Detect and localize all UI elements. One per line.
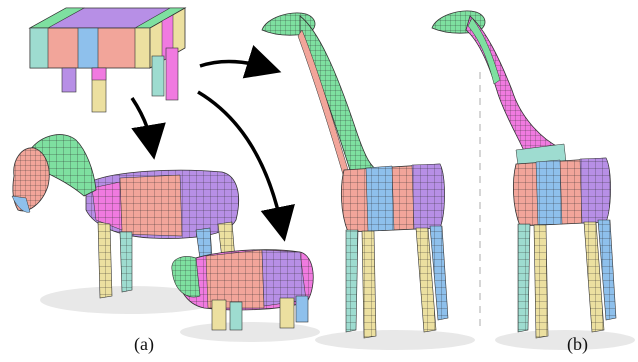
arrow-to-giraffe — [199, 44, 282, 79]
giraffe-model-twisted — [431, 10, 635, 350]
arrow-to-horse — [130, 97, 166, 160]
caption-b: (b) — [567, 334, 588, 354]
arrows — [130, 44, 295, 242]
horse-model — [11, 134, 239, 314]
pig-model — [171, 249, 320, 342]
caption-a: (a) — [134, 334, 154, 354]
giraffe-model-good — [261, 12, 475, 350]
box-proxy-model — [28, 7, 187, 113]
arrow-to-pig — [197, 90, 295, 242]
